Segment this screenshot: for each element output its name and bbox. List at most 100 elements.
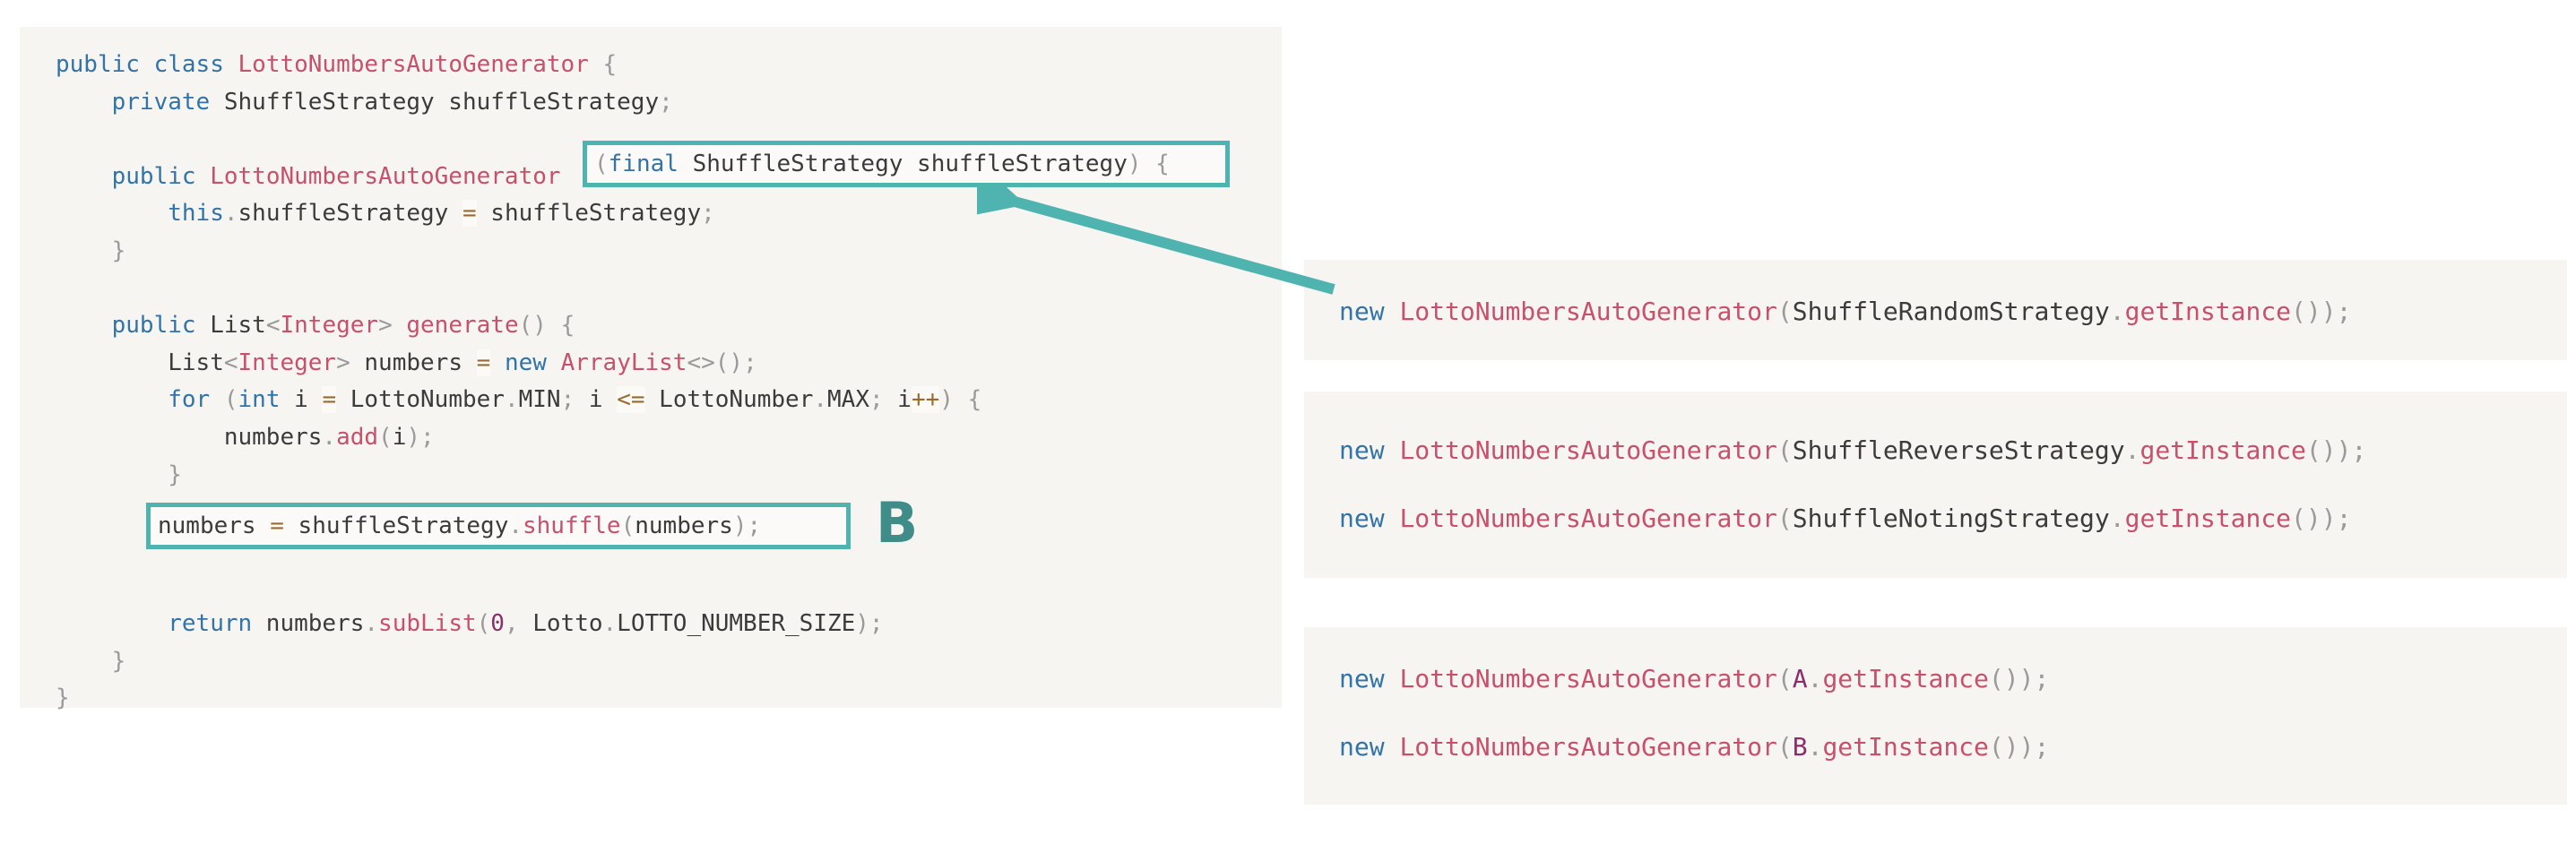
code-token: for	[168, 386, 211, 414]
usage-code-line: new LottoNumbersAutoGenerator(B.getInsta…	[1304, 735, 2049, 760]
code-token: shuffleStrategy	[283, 512, 509, 539]
code-token: 0	[490, 609, 505, 637]
code-token: numbers	[158, 512, 271, 539]
code-token: <	[265, 312, 281, 340]
code-token: (	[1776, 504, 1793, 533]
code-token	[210, 386, 224, 413]
code-token: ArrayList	[560, 349, 687, 376]
code-token: ());	[1988, 732, 2050, 762]
code-token: >	[378, 312, 393, 340]
code-line: private ShuffleStrategy shuffleStrategy;	[20, 84, 1282, 122]
code-token: shuffle	[523, 512, 621, 539]
code-token	[1385, 504, 1400, 533]
code-line: }	[20, 643, 1282, 681]
code-line: public class LottoNumbersAutoGenerator {	[20, 47, 1282, 84]
code-token: generate	[406, 312, 519, 340]
code-token: new	[1339, 664, 1385, 693]
code-token: >	[336, 349, 350, 376]
code-token: this	[168, 200, 224, 228]
code-token: numbers	[350, 349, 477, 376]
code-token: i	[280, 386, 323, 414]
usage-panel-reverse-and-noting-strategy: new LottoNumbersAutoGenerator(ShuffleRev…	[1304, 392, 2567, 578]
code-token: public	[111, 312, 196, 340]
code-token: .	[2109, 504, 2125, 533]
code-token	[547, 312, 561, 339]
code-token: ());	[2291, 297, 2352, 326]
code-line: for (int i = LottoNumber.MIN; i <= Lotto…	[20, 382, 1282, 419]
code-token: add	[336, 423, 379, 451]
code-token	[393, 312, 407, 339]
code-token	[1385, 297, 1400, 326]
code-indent	[56, 610, 168, 637]
usage-code-line: new LottoNumbersAutoGenerator(ShuffleRan…	[1304, 299, 2351, 324]
code-token: numbers	[252, 609, 365, 637]
code-token: public	[56, 51, 140, 78]
code-token: numbers	[223, 423, 323, 451]
code-token: LottoNumbersAutoGenerator	[1399, 504, 1777, 533]
highlighted-shuffle-call-line: numbers = shuffleStrategy.shuffle(number…	[151, 507, 846, 545]
code-token: class	[153, 51, 224, 78]
code-token: LottoNumbersAutoGenerator	[210, 162, 561, 190]
code-token: ());	[1988, 664, 2050, 693]
code-token: (	[378, 423, 393, 451]
code-token: ());	[2305, 435, 2367, 465]
code-token: ;	[560, 386, 575, 414]
code-line: }	[20, 457, 1282, 495]
usage-panel-generic-a-b: new LottoNumbersAutoGenerator(A.getInsta…	[1304, 627, 2567, 805]
code-token: return	[168, 609, 253, 637]
code-token	[490, 349, 505, 376]
code-token: .	[504, 386, 519, 414]
code-token: .	[322, 423, 337, 451]
code-token: }	[111, 647, 126, 675]
code-token: (	[476, 609, 491, 637]
code-token: List	[195, 312, 266, 340]
usage-code-line: new LottoNumbersAutoGenerator(ShuffleNot…	[1304, 506, 2351, 531]
code-line: this.shuffleStrategy = shuffleStrategy;	[20, 195, 1282, 233]
code-line	[20, 568, 1282, 606]
code-token: i	[883, 386, 912, 414]
code-indent	[56, 200, 168, 227]
code-token: B	[1792, 732, 1808, 762]
code-token: {	[602, 51, 618, 78]
highlighted-constructor-params-line: (final ShuffleStrategy shuffleStrategy) …	[587, 145, 1225, 183]
code-token	[1385, 664, 1400, 693]
code-token: =	[476, 349, 491, 376]
code-token: getInstance	[2124, 504, 2292, 533]
usage-panel-random-strategy: new LottoNumbersAutoGenerator(ShuffleRan…	[1304, 260, 2567, 360]
code-token: new	[1339, 297, 1385, 326]
code-token: int	[238, 386, 281, 414]
code-token	[224, 51, 238, 78]
code-token: (	[1776, 435, 1793, 465]
code-token: ,	[504, 609, 519, 637]
code-token: <=	[617, 386, 645, 414]
code-indent	[56, 349, 168, 376]
code-indent	[56, 312, 112, 339]
code-token: getInstance	[2124, 297, 2292, 326]
code-token: LottoNumbersAutoGenerator	[1399, 435, 1777, 465]
code-indent	[56, 163, 112, 190]
code-token: )	[1127, 151, 1142, 177]
code-token: new	[1339, 504, 1385, 533]
code-token	[196, 163, 211, 190]
code-token: .	[364, 609, 379, 637]
code-token	[589, 51, 603, 78]
code-token: LottoNumber	[644, 386, 814, 414]
code-token: numbers	[635, 512, 733, 539]
code-token: shuffleStrategy	[238, 200, 449, 228]
code-token: A	[1792, 664, 1808, 693]
code-token	[1385, 435, 1400, 465]
code-token: ShuffleReverseStrategy	[1792, 435, 2125, 465]
code-token: new	[504, 349, 547, 376]
highlight-box-constructor-params: (final ShuffleStrategy shuffleStrategy) …	[583, 141, 1230, 187]
usage-code-line: new LottoNumbersAutoGenerator(A.getInsta…	[1304, 667, 2049, 692]
code-line: }	[20, 233, 1282, 271]
code-token: {	[967, 386, 982, 414]
code-indent	[56, 386, 168, 413]
code-token: );	[855, 609, 884, 637]
code-line-list: public class LottoNumbersAutoGenerator {…	[20, 47, 1282, 718]
code-token: <>();	[687, 349, 757, 376]
code-token: =	[462, 200, 477, 228]
code-token: LottoNumber	[336, 386, 505, 414]
code-token: ()	[518, 312, 547, 340]
code-token: }	[111, 237, 126, 264]
